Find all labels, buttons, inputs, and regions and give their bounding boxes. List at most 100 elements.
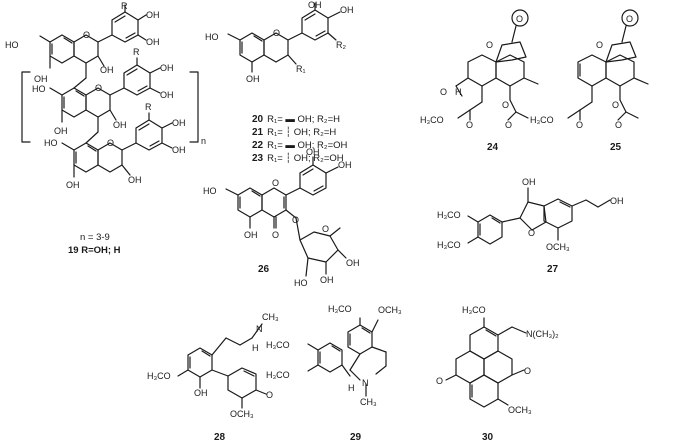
atom-label: OH [320, 275, 334, 285]
atom-label: H₃CO [266, 370, 290, 380]
atom-label: O [615, 120, 622, 130]
compound-27: OH O OH H₃CO H₃CO OCH₃ 27 [437, 177, 624, 275]
atom-label: OH [522, 177, 536, 187]
atom-label: OH [246, 74, 260, 84]
atom-label: O [626, 14, 633, 24]
compound-26: HO O OH OH OH O O O OH OH HO 26 [203, 147, 360, 288]
atom-label: H₃CO [437, 240, 461, 250]
atom-label: O [272, 230, 279, 240]
atom-label: OH [160, 63, 174, 73]
atom-label: O [95, 83, 102, 93]
compound-19-caption-2: 19 R=OH; H [68, 245, 121, 256]
atom-label: O [440, 87, 447, 97]
compound-number: 29 [350, 432, 362, 443]
compound-number: 30 [482, 432, 494, 443]
atom-label: H₃CO [266, 340, 290, 350]
atom-label: O [528, 228, 535, 238]
compound-24: O O H O O O O H₃CO 24 [420, 9, 539, 153]
atom-label: O [486, 40, 493, 50]
atom-label: O [272, 178, 279, 188]
atom-label: HO [205, 32, 219, 42]
atom-label: HO [44, 138, 58, 148]
compound-description: R₁= ▬ OH; R₂=OH [267, 140, 347, 151]
atom-label: OCH₃ [546, 242, 570, 252]
atom-label: O [516, 14, 523, 24]
atom-label: HO [5, 40, 19, 50]
compound-number: 22 [252, 140, 264, 151]
atom-label: OH [346, 258, 360, 268]
atom-label: OCH₃ [508, 405, 532, 415]
atom-label: OH [244, 230, 258, 240]
atom-label: H [348, 383, 355, 393]
atom-label: OH [308, 0, 322, 10]
atom-label: H [455, 87, 462, 97]
atom-label: H₃CO [147, 371, 171, 381]
compound-19-caption-1: n = 3-9 [80, 232, 110, 243]
atom-label: OH [113, 120, 127, 130]
atom-label: OH [172, 145, 186, 155]
atom-label: OH [172, 118, 186, 128]
compound-number: 21 [252, 127, 264, 138]
substituent-label: R₂ [336, 40, 346, 50]
atom-label: O [576, 120, 583, 130]
compound-number: 28 [214, 432, 226, 443]
compound-number: 20 [252, 114, 264, 125]
atom-label: O [266, 390, 273, 400]
atom-label: O [502, 100, 509, 110]
atom-label: O [292, 215, 299, 225]
atom-label: H₃CO [328, 304, 352, 314]
compound-number: 26 [258, 264, 270, 275]
compound-number: 27 [547, 264, 559, 275]
compound-25: O O O O O H₃CO 25 [530, 9, 649, 153]
atom-label: OH [54, 126, 68, 136]
atom-label: R [121, 1, 128, 11]
compound-description: R₁= ┆ OH; R₂=OH [267, 152, 344, 164]
atom-label: HO [294, 278, 308, 288]
atom-label: OH [100, 65, 114, 75]
atom-label: HO [32, 84, 46, 94]
atom-label: CH₃ [360, 397, 377, 407]
atom-label: OH [306, 147, 320, 157]
atom-label: O [83, 30, 90, 40]
atom-label: HO [203, 186, 217, 196]
atom-label: R [133, 47, 140, 57]
atom-label: O [612, 100, 619, 110]
atom-label: O [524, 366, 531, 376]
atom-label: OH [340, 5, 354, 15]
atom-label: O [107, 138, 114, 148]
substituent-label: R₁ [296, 64, 306, 74]
atom-label: O [436, 376, 443, 386]
atom-label: O [596, 40, 603, 50]
atom-label: OH [66, 180, 80, 190]
compound-28: N CH₃ H H₃CO OH O OCH₃ 28 [147, 312, 279, 443]
atom-label: H₃CO [530, 115, 554, 125]
atom-label: OCH₃ [378, 305, 402, 315]
atom-label: N [362, 378, 369, 388]
compound-description: R₁= ▬ OH; R₂=H [267, 114, 340, 125]
atom-label: OH [194, 388, 208, 398]
atom-label: O [466, 120, 473, 130]
compound-30: H₃CO N(CH₃)₂ O O OCH₃ 30 [436, 305, 559, 443]
atom-label: OCH₃ [230, 409, 254, 419]
compound-description: R₁= ┆ OH; R₂=H [267, 126, 336, 138]
atom-label: H₃CO [420, 115, 444, 125]
atom-label: H₃CO [437, 210, 461, 220]
compound-number: 24 [487, 142, 499, 153]
atom-label: OH [338, 160, 352, 170]
atom-label: R [145, 102, 152, 112]
atom-label: O [322, 224, 329, 234]
atom-label: OH [160, 90, 174, 100]
compound-29: OCH₃ H₃CO H₃CO H₃CO H N CH₃ 29 [266, 304, 402, 443]
atom-label: O [273, 28, 280, 38]
compound-19: R OH OH O HO OH OH n R OH OH O HO OH OH [5, 1, 206, 256]
atom-label: OH [34, 74, 48, 84]
repeat-subscript: n [201, 136, 206, 146]
atom-label: CH₃ [262, 312, 279, 322]
